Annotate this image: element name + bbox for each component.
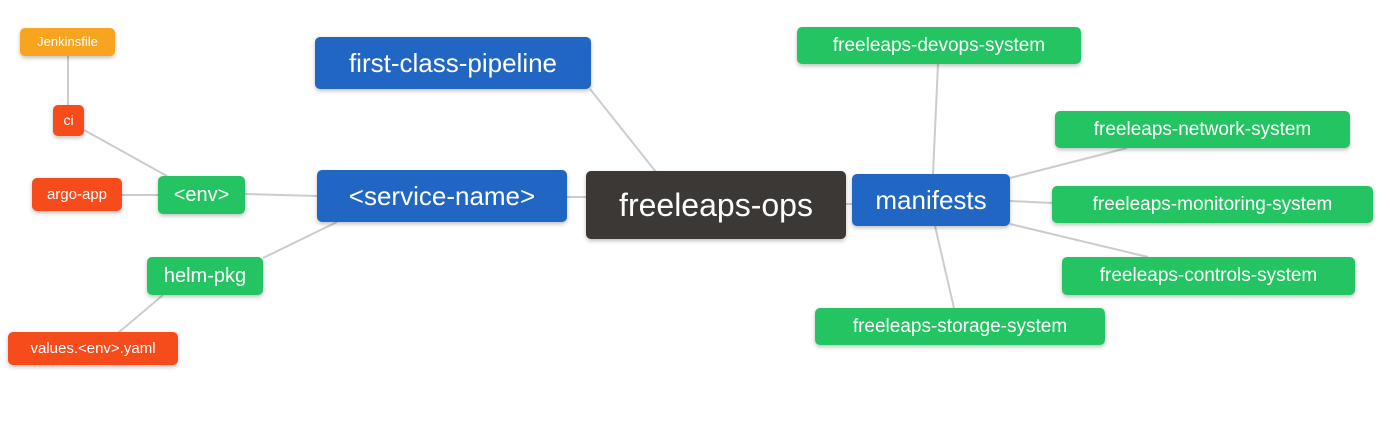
node-label: freeleaps-ops <box>619 186 813 223</box>
node-label: freeleaps-devops-system <box>832 34 1046 56</box>
node-label: ci <box>63 112 74 128</box>
edge-service-name-to-helm-pkg <box>262 221 338 259</box>
node-label: Jenkinsfile <box>37 34 98 49</box>
node-label: freeleaps-network-system <box>1093 118 1312 140</box>
node-label: values.<env>.yaml <box>30 339 156 357</box>
edge-helm-pkg-to-values-env-yaml <box>117 294 164 334</box>
edge-manifests-to-storage-system <box>934 225 955 309</box>
edge-env-to-service-name <box>244 193 318 197</box>
node-label: <env> <box>173 183 230 206</box>
node-label: manifests <box>875 184 987 215</box>
node-label: freeleaps-monitoring-system <box>1092 193 1333 215</box>
node-ci[interactable]: ci <box>53 105 84 136</box>
node-network-system[interactable]: freeleaps-network-system <box>1055 111 1350 148</box>
edge-manifests-to-monitoring-system <box>1009 200 1053 204</box>
node-argo-app[interactable]: argo-app <box>32 178 122 211</box>
node-label: freeleaps-storage-system <box>852 315 1068 337</box>
node-devops-system[interactable]: freeleaps-devops-system <box>797 27 1081 64</box>
node-storage-system[interactable]: freeleaps-storage-system <box>815 308 1105 345</box>
node-service-name[interactable]: <service-name> <box>317 170 567 222</box>
edge-ci-to-env <box>83 129 168 177</box>
node-jenkinsfile[interactable]: Jenkinsfile <box>20 28 115 56</box>
node-label: helm-pkg <box>163 264 247 287</box>
node-values-env-yaml[interactable]: values.<env>.yaml <box>8 332 178 365</box>
edge-manifests-to-network-system <box>1009 147 1128 179</box>
node-label: argo-app <box>46 185 108 203</box>
node-monitoring-system[interactable]: freeleaps-monitoring-system <box>1052 186 1373 223</box>
node-first-class-pipeline[interactable]: first-class-pipeline <box>315 37 591 89</box>
node-label: <service-name> <box>348 180 536 211</box>
edge-manifests-to-devops-system <box>932 63 939 175</box>
edge-first-class-pipeline-to-freeleaps-ops <box>589 88 657 173</box>
node-env[interactable]: <env> <box>158 176 245 214</box>
edge-manifests-to-controls-system <box>1009 223 1149 258</box>
node-freeleaps-ops[interactable]: freeleaps-ops <box>586 171 846 239</box>
node-helm-pkg[interactable]: helm-pkg <box>147 257 263 295</box>
node-label: freeleaps-controls-system <box>1099 265 1318 286</box>
node-manifests[interactable]: manifests <box>852 174 1010 226</box>
node-label: first-class-pipeline <box>348 47 558 78</box>
node-controls-system[interactable]: freeleaps-controls-system <box>1062 257 1355 295</box>
